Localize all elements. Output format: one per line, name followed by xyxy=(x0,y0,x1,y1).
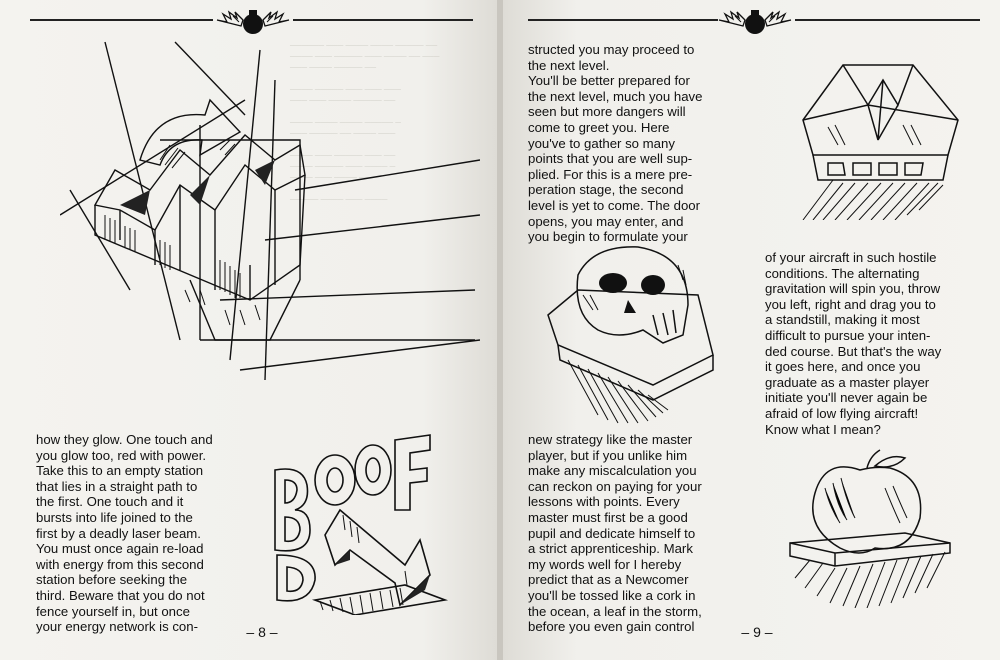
text-line: you'll be tossed like a cork in xyxy=(528,587,696,603)
text-line: peration stage, the second xyxy=(528,182,684,198)
text-line: you left, right and drag you to xyxy=(765,296,936,312)
text-line: you've to gather so many xyxy=(528,135,675,151)
text-line: come to greet you. Here xyxy=(528,119,670,135)
text-line: the next level, much you have xyxy=(528,88,703,104)
right-page: structed you may proceed to the next lev… xyxy=(503,0,1000,660)
right-col1-bottom-text: new strategy like the master player, but… xyxy=(528,432,733,635)
text-line: graduate as a master player xyxy=(765,374,930,390)
left-body-text: how they glow. One touch and you glow to… xyxy=(36,432,236,635)
right-col1-top-text: structed you may proceed to the next lev… xyxy=(528,42,733,245)
text-line: how they glow. One touch and xyxy=(36,432,213,447)
bleed-through-text: ────── ─── ──── ──── ───── ────── ─── ──… xyxy=(290,41,440,204)
text-line: predict that as a Newcomer xyxy=(528,572,689,588)
wave-block-illustration xyxy=(60,41,480,381)
text-line: You'll be better prepared for xyxy=(528,73,690,89)
text-line: before you even gain control xyxy=(528,619,695,635)
text-line: afraid of low flying aircraft! xyxy=(765,405,919,421)
text-line: You must once again re-load xyxy=(36,541,204,557)
text-line: seen but more dangers will xyxy=(528,104,686,120)
text-line: you begin to formulate your xyxy=(528,229,688,245)
spaceship-illustration xyxy=(802,64,959,220)
text-line: a strict apprenticeship. Mark xyxy=(528,541,693,557)
text-line: Take this to an empty station xyxy=(36,463,204,479)
text-line: that lies in a straight path to xyxy=(36,478,198,494)
text-line: points that you are well sup- xyxy=(528,151,693,167)
left-page: ────── ─── ──── ──── ───── ────── ─── ──… xyxy=(0,0,497,660)
skull-block-illustration xyxy=(547,246,714,424)
page-number-left: – 8 – xyxy=(246,624,278,640)
text-line: bursts into life joined to the xyxy=(36,509,193,525)
text-line: it goes here, and once you xyxy=(765,359,921,375)
text-line: make any miscalculation you xyxy=(528,463,697,479)
text-line: a standstill, making it most xyxy=(765,312,920,328)
text-line: the first. One touch and it xyxy=(36,494,184,510)
text-line: player, but if you unlike him xyxy=(528,447,688,463)
text-line: conditions. The alternating xyxy=(765,265,920,281)
text-line: of your aircraft in such hostile xyxy=(765,250,937,265)
text-line: your energy network is con- xyxy=(36,619,198,635)
apple-illustration xyxy=(789,449,951,608)
text-line: you glow too, red with power. xyxy=(36,447,207,463)
header-rule-left xyxy=(528,19,718,21)
text-line: third. Beware that you do not xyxy=(36,587,205,603)
text-line: new strategy like the master xyxy=(528,432,693,447)
header-rule-right xyxy=(293,19,473,21)
winged-bomb-icon xyxy=(718,10,792,34)
header-rule-left xyxy=(30,19,213,21)
text-line: the ocean, a leaf in the storm, xyxy=(528,603,702,619)
text-line: with energy from this second xyxy=(36,556,204,572)
text-line: plied. For this is a mere pre- xyxy=(528,166,693,182)
text-line: first by a deadly laser beam. xyxy=(36,525,201,541)
text-line: structed you may proceed to xyxy=(528,42,695,57)
text-line: the next level. xyxy=(528,57,610,73)
text-line: station before seeking the xyxy=(36,572,188,588)
header-rule-right xyxy=(795,19,980,21)
gutter xyxy=(497,0,503,660)
boof-illustration xyxy=(274,434,449,615)
text-line: my words well for I hereby xyxy=(528,556,682,572)
text-line: fence yourself in, but once xyxy=(36,603,190,619)
text-line: opens, you may enter, and xyxy=(528,213,684,229)
page-number-right: – 9 – xyxy=(741,624,773,640)
text-line: initiate you'll never again be xyxy=(765,390,928,406)
text-line: lessons with points. Every xyxy=(528,494,680,510)
text-line: difficult to pursue your inten- xyxy=(765,327,931,343)
text-line: can reckon on paying for your xyxy=(528,478,702,494)
right-col2-text: of your aircraft in such hostile conditi… xyxy=(765,250,970,437)
text-line: gravitation will spin you, throw xyxy=(765,281,941,297)
text-line: ded course. But that's the way xyxy=(765,343,942,359)
text-line: pupil and dedicate himself to xyxy=(528,525,696,541)
text-line: level is yet to come. The door xyxy=(528,197,701,213)
winged-bomb-icon xyxy=(216,10,290,34)
text-line: Know what I mean? xyxy=(765,421,881,437)
text-line: master must first be a good xyxy=(528,509,688,525)
